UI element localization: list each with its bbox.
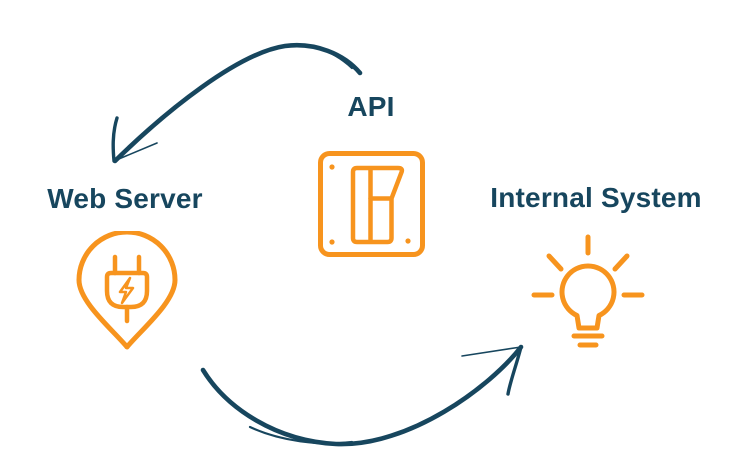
bulb-glass (559, 263, 617, 331)
arrow-web-server-to-internal-system (200, 344, 524, 447)
web-server-label: Web Server (47, 183, 203, 214)
lightbulb-icon (531, 234, 645, 348)
bulb-ray-upper-right (612, 253, 630, 272)
pin-outline (76, 231, 178, 350)
location-pin-power-plug-icon (76, 231, 178, 350)
plug-body (104, 270, 150, 310)
bulb-ray-upper-left (546, 253, 564, 272)
arrow-api-to-web-server (111, 42, 363, 164)
api-label: API (347, 91, 395, 122)
screw-dot (405, 238, 411, 244)
switch-toggle-outline (350, 165, 405, 245)
screw-dot (329, 239, 335, 245)
wall-switch-icon (318, 151, 425, 257)
internal-system-label: Internal System (490, 182, 702, 213)
switch-plate (318, 151, 425, 257)
screw-dot (329, 164, 335, 170)
lightning-bolt (118, 276, 135, 305)
